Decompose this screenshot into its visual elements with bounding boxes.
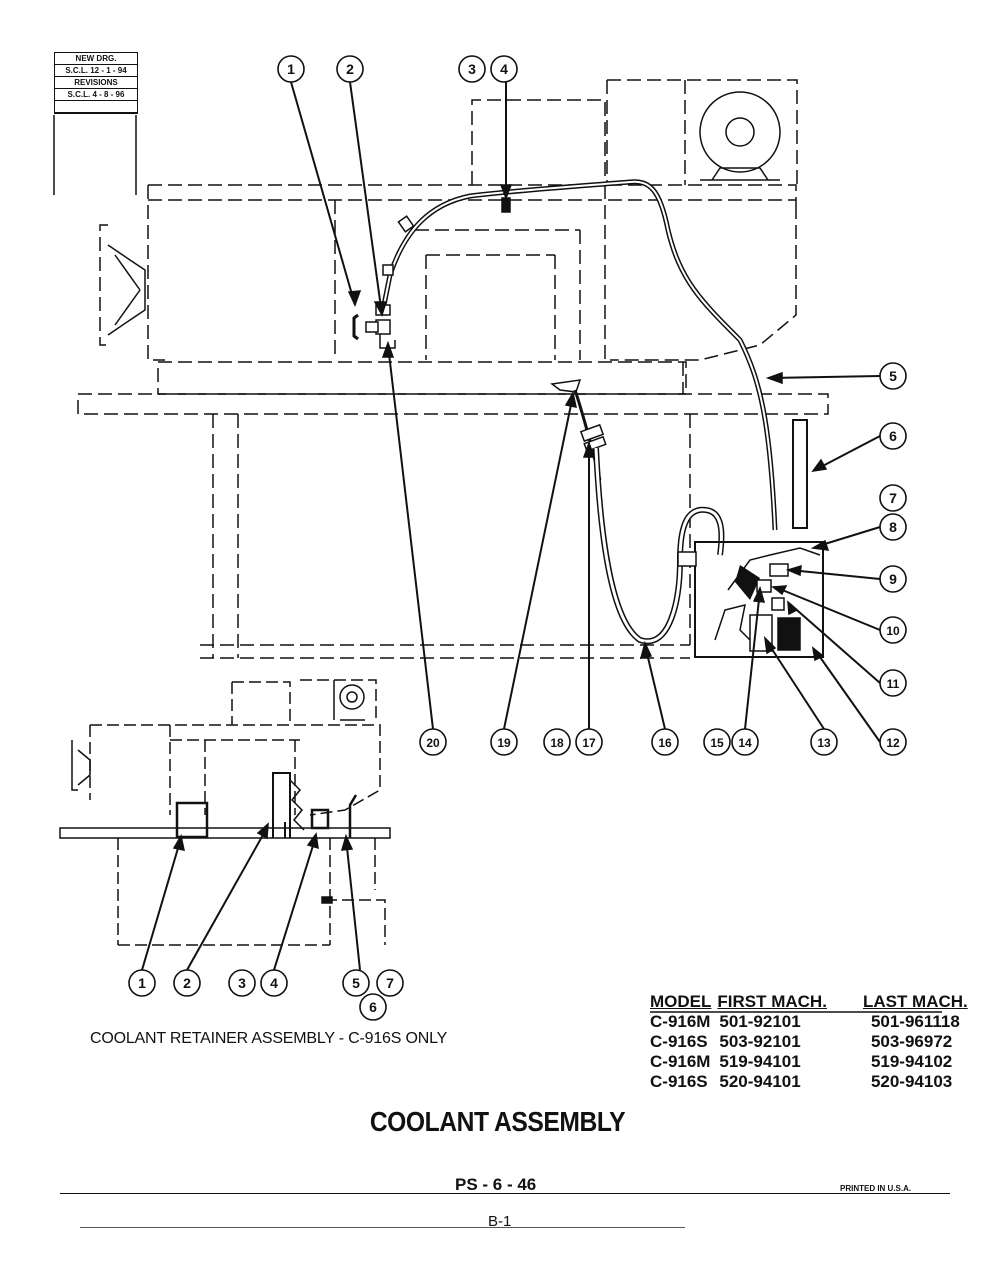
callout-label: 4: [500, 61, 508, 77]
table-row: C-916S 503-92101 503-96972: [650, 1032, 974, 1052]
column-header: MODEL: [650, 992, 712, 1011]
table-cell: 503-96972: [870, 1032, 953, 1051]
callout-label: 16: [658, 736, 672, 750]
callout-label: 8: [889, 519, 897, 535]
revision-block: NEW DRG. S.C.L. 12 - 1 - 94 REVISIONS S.…: [54, 52, 138, 114]
callout-label: 18: [550, 736, 564, 750]
table-cell: 519-94102: [870, 1052, 953, 1071]
callout-label: 1: [287, 61, 295, 77]
table-row: C-916S 520-94101 520-94103: [650, 1072, 974, 1092]
callout-label: 17: [582, 736, 596, 750]
table-row: C-916M 501-92101 501-961118: [650, 1012, 974, 1032]
page-number: PS - 6 - 46: [455, 1175, 537, 1194]
callout-label: 2: [183, 975, 191, 991]
table-cell: 520-94101: [719, 1072, 801, 1091]
callout-label: 10: [886, 624, 900, 638]
callout-label: 15: [710, 736, 724, 750]
callout-label: 3: [468, 61, 476, 77]
callout-label: 6: [889, 428, 897, 444]
callout-label: 5: [889, 368, 897, 384]
callout-label: 12: [886, 736, 900, 750]
callout-label: 5: [352, 975, 360, 991]
column-header: LAST MACH.: [862, 992, 968, 1011]
footer-divider-lower: [80, 1227, 685, 1228]
table-row: C-916M 519-94101 519-94102: [650, 1052, 974, 1072]
printed-note: PRINTED IN U.S.A.: [840, 1184, 912, 1193]
callout-label: 6: [369, 999, 377, 1015]
callout-label: 3: [238, 975, 246, 991]
table-cell: 501-961118: [870, 1012, 960, 1031]
revision-row-blank: [55, 101, 137, 113]
model-table: MODEL FIRST MACH. LAST MACH. C-916M 501-…: [650, 992, 974, 1092]
table-cell: 503-92101: [719, 1032, 801, 1051]
callout-label: 14: [738, 736, 752, 750]
table-cell: C-916M: [650, 1012, 711, 1031]
callout-label: 2: [346, 61, 354, 77]
revision-row: S.C.L. 4 - 8 - 96: [55, 89, 137, 101]
table-cell: 519-94101: [719, 1052, 801, 1071]
table-header-row: MODEL FIRST MACH. LAST MACH.: [650, 992, 974, 1012]
table-cell: 520-94103: [870, 1072, 953, 1091]
callout-label: 4: [270, 975, 278, 991]
table-cell: C-916S: [650, 1032, 708, 1051]
revision-row: REVISIONS: [55, 77, 137, 89]
callout-label: 7: [386, 975, 394, 991]
footer-divider: [60, 1193, 950, 1194]
retainer-caption: COOLANT RETAINER ASSEMBLY - C-916S ONLY: [90, 1030, 448, 1047]
table-cell: C-916M: [650, 1052, 711, 1071]
page-title: COOLANT ASSEMBLY: [369, 1106, 626, 1137]
column-header: FIRST MACH.: [717, 992, 827, 1011]
callout-label: 13: [817, 736, 831, 750]
callout-label: 20: [426, 736, 440, 750]
callout-label: 7: [889, 490, 897, 506]
table-cell: 501-92101: [719, 1012, 801, 1031]
callout-label: 11: [887, 677, 900, 691]
table-cell: C-916S: [650, 1072, 708, 1091]
callout-label: 9: [889, 571, 897, 587]
sheet-code: B-1: [488, 1213, 512, 1230]
revision-row: NEW DRG.: [55, 53, 137, 65]
callout-label: 19: [497, 736, 511, 750]
revision-row: S.C.L. 12 - 1 - 94: [55, 65, 137, 77]
callout-label: 1: [138, 975, 146, 991]
